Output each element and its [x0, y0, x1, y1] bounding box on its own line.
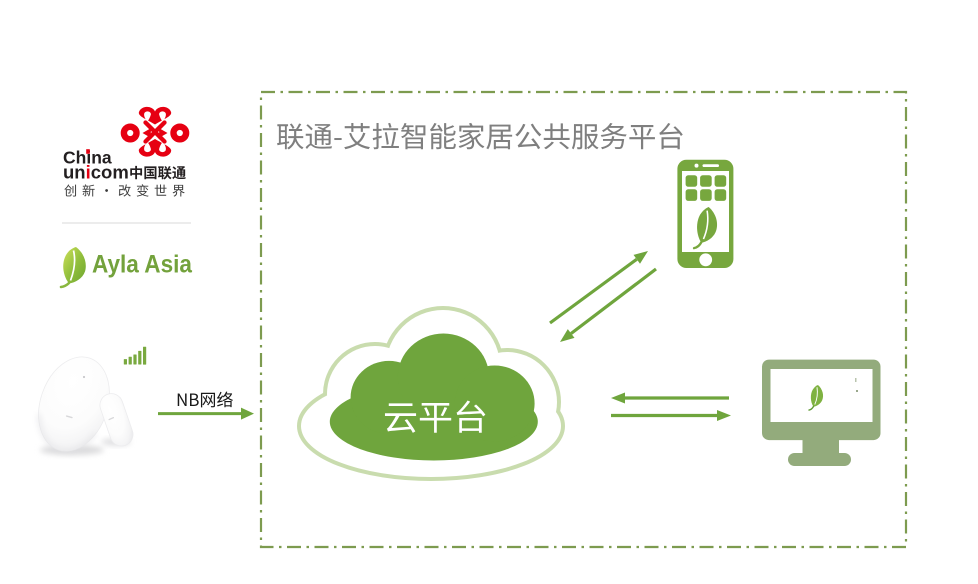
svg-text:China: China — [63, 148, 112, 168]
svg-text:unicom: unicom — [63, 162, 129, 183]
svg-text:Ayla Asia: Ayla Asia — [92, 251, 193, 279]
